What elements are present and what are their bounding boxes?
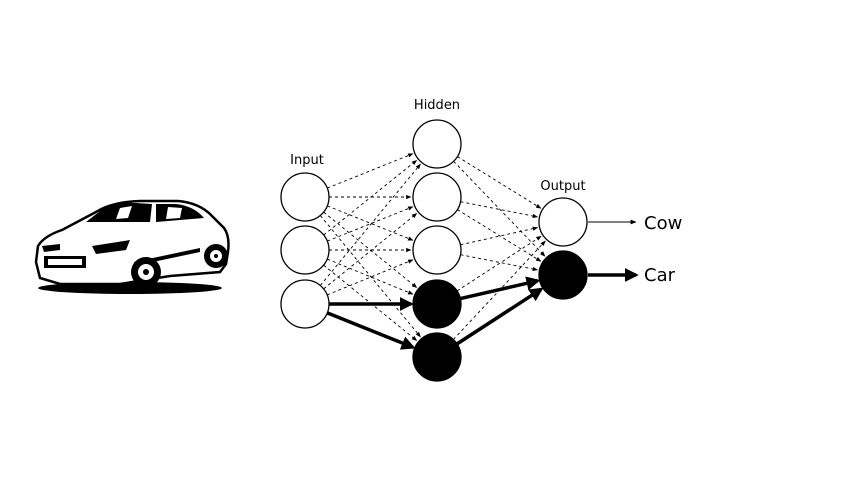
edge-input2-hidden1 <box>323 213 418 290</box>
hidden-node-1 <box>412 172 462 222</box>
edge-input1-hidden0 <box>323 159 418 236</box>
edge-input0-hidden2 <box>327 205 414 241</box>
output-layer-label: Output <box>540 179 585 194</box>
hidden-node-3-active <box>412 279 462 329</box>
active-connections <box>326 276 544 350</box>
output-label-car: Car <box>644 265 676 286</box>
edge-hidden1-output0 <box>460 201 539 219</box>
edge-input1-hidden4 <box>323 264 418 341</box>
output-node-1-active <box>538 250 588 300</box>
edge-hidden3-output0 <box>456 235 542 292</box>
neurons <box>280 119 588 382</box>
hidden-node-4-active <box>412 332 462 382</box>
active-edge-hidden4-output1 <box>456 287 544 346</box>
active-edge-hidden3-output1 <box>460 276 541 301</box>
car-image <box>34 199 230 294</box>
edge-hidden1-output1 <box>457 209 542 262</box>
edge-input0-hidden4 <box>319 215 421 338</box>
edge-hidden0-output1 <box>453 160 546 257</box>
edge-input2-hidden2 <box>327 259 414 296</box>
output-label-cow: Cow <box>644 213 682 234</box>
edge-hidden0-output0 <box>457 156 542 209</box>
edge-input0-hidden0 <box>327 153 414 189</box>
input-node-0 <box>280 172 330 222</box>
edge-hidden2-output1 <box>460 254 539 272</box>
edge-input0-hidden3 <box>323 211 418 288</box>
input-node-1 <box>280 225 330 275</box>
input-node-2 <box>280 279 330 329</box>
hidden-layer-label: Hidden <box>414 98 460 113</box>
edge-input1-hidden1 <box>327 206 414 242</box>
edge-input2-hidden0 <box>319 163 421 286</box>
input-layer-label: Input <box>290 153 324 168</box>
edge-hidden2-output0 <box>460 226 539 246</box>
hidden-node-2 <box>412 225 462 275</box>
active-edge-input2-hidden4 <box>326 311 416 350</box>
edge-input1-hidden3 <box>327 258 414 295</box>
output-node-0 <box>538 197 588 247</box>
hidden-node-0 <box>412 119 462 169</box>
